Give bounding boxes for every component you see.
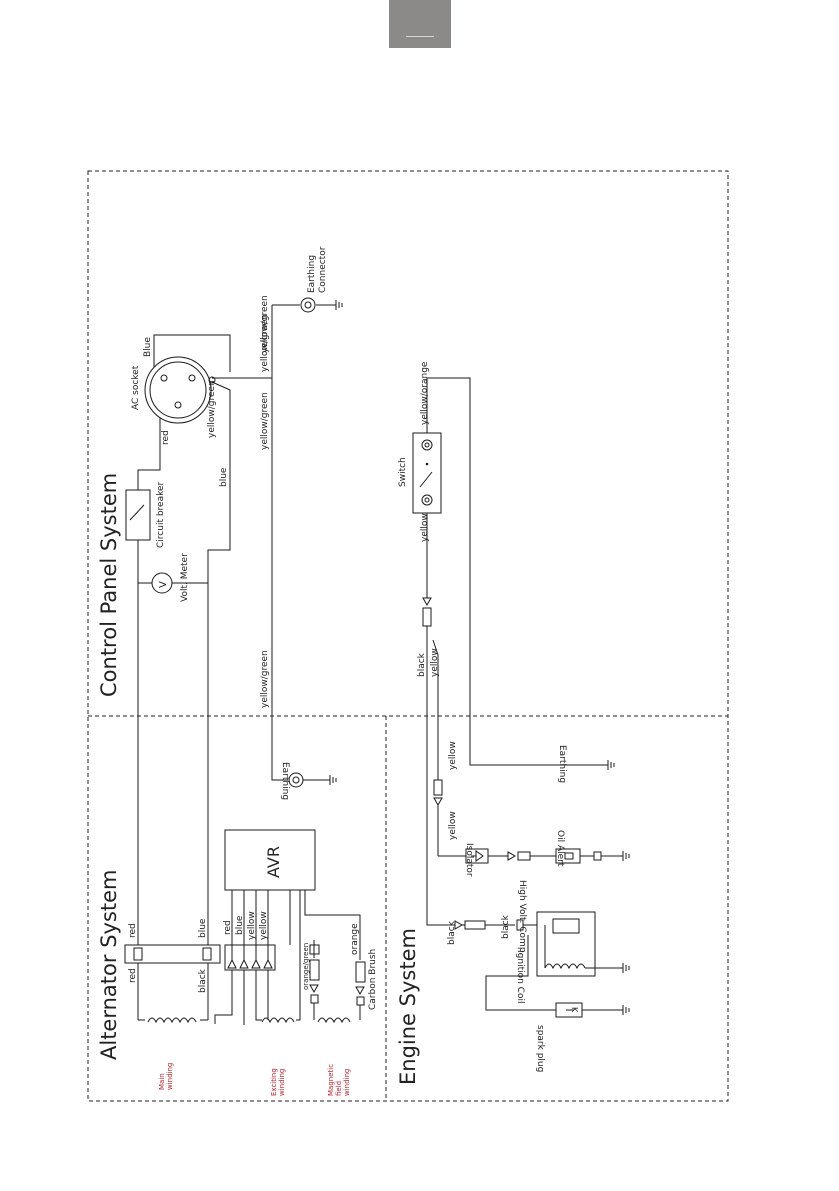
label-exciting-winding-1: Exciting xyxy=(270,1068,278,1096)
label-oil-alert: Oil Alert xyxy=(555,830,565,867)
wire-blue-main xyxy=(207,381,231,1020)
wire-label-alt-red: red xyxy=(128,923,138,938)
section-title-engine: Engine System xyxy=(396,928,420,1085)
wire-label-yg-top: yellow/green xyxy=(260,314,270,372)
label-magnetic-winding-3: winding xyxy=(343,1069,351,1096)
wire-label-eng-yellow: yellow xyxy=(430,648,440,677)
label-carbon-brush: Carbon Brush xyxy=(368,949,378,1010)
control-panel-wires xyxy=(137,300,343,1020)
label-earthing-engine: Earthing xyxy=(557,745,567,783)
label-volt-meter: Volt. Meter xyxy=(180,553,190,602)
wire-label-avr-yellow1: yellow xyxy=(247,911,257,940)
wire-label-eng-black: black xyxy=(417,652,427,677)
wire-label-yg-socket: yellow/green xyxy=(207,380,217,438)
label-earthing-connector-1: Earthing xyxy=(307,255,317,293)
circuit-breaker xyxy=(125,480,151,550)
label-avr: AVR xyxy=(264,846,283,878)
wire-label-avr-red: red xyxy=(223,920,233,935)
engine-wires xyxy=(433,779,630,1018)
wire-label-alt-blue: blue xyxy=(198,918,208,938)
switch-wires xyxy=(422,377,615,926)
earthing-connector xyxy=(300,297,316,313)
section-title-alternator: Alternator System xyxy=(97,870,121,1061)
wire-label-alt-black: black xyxy=(198,968,208,993)
wire-label-red: red xyxy=(161,430,171,445)
page-tab-line xyxy=(406,36,434,37)
label-ignition-coil: Ignition Coil xyxy=(515,950,525,1003)
volt-symbol: V xyxy=(158,581,169,588)
section-title-control-panel: Control Panel System xyxy=(97,473,121,697)
label-spark-plug: spark plug xyxy=(535,1025,545,1072)
avr-box xyxy=(224,829,316,891)
wire-label-eng-yellow3: yellow xyxy=(448,811,458,840)
wire-label-yg-long: yellow/green xyxy=(260,650,270,708)
wire-socket-blue xyxy=(153,334,231,372)
label-switch: Switch xyxy=(398,457,408,487)
label-magnetic-winding-1: Magnetic xyxy=(327,1064,335,1096)
wire-label-yg-mid: yellow/green xyxy=(260,392,270,450)
alternator-wires xyxy=(124,890,366,1025)
ac-socket xyxy=(144,356,216,424)
wire-label-blue-socket: Blue xyxy=(143,337,153,357)
wire-label-blue: blue xyxy=(219,467,229,487)
wire-label-eng-black2: black xyxy=(447,920,457,945)
page-tab xyxy=(389,0,451,48)
label-isolator: Isolator xyxy=(464,843,474,877)
label-main-winding-2: winding xyxy=(166,1063,174,1090)
wire-label-orange: orange xyxy=(350,923,360,955)
system-boundaries xyxy=(87,170,729,1102)
wire-label-orange-green: orange/green xyxy=(302,943,310,990)
earthing-alternator xyxy=(288,772,337,788)
label-earthing-alternator: Earthing xyxy=(280,762,290,800)
label-earthing-connector-2: Connector xyxy=(318,246,328,293)
label-ac-socket: AC socket xyxy=(131,365,141,410)
label-circuit-breaker: Circuit breaker xyxy=(156,481,166,548)
wire-yg-long xyxy=(271,305,288,781)
wire-label-alt-red2: red xyxy=(128,968,138,983)
wire-label-eng-black3: black xyxy=(501,914,511,939)
volt-meter: V xyxy=(151,572,173,594)
wire-label-sw-yo: yellow/orange xyxy=(420,361,430,425)
wire-red-main xyxy=(137,415,161,1020)
wire-label-avr-yellow2: yellow xyxy=(259,911,269,940)
wire-label-eng-yellow2: yellow xyxy=(448,741,458,770)
wire-label-sw-yellow: yellow xyxy=(420,513,430,542)
outer-boundary xyxy=(87,170,729,1102)
label-exciting-winding-2: winding xyxy=(278,1069,286,1096)
label-main-winding-1: Main xyxy=(158,1073,166,1090)
switch xyxy=(412,432,442,514)
wire-label-avr-blue: blue xyxy=(235,915,245,935)
label-high-volt-comp: High Volt. Comp. xyxy=(517,880,527,955)
wire-label-yg-conn: yellow/green xyxy=(260,295,270,353)
label-magnetic-winding-2: field xyxy=(335,1081,343,1096)
spark-plug-symbol: K xyxy=(570,1007,579,1013)
